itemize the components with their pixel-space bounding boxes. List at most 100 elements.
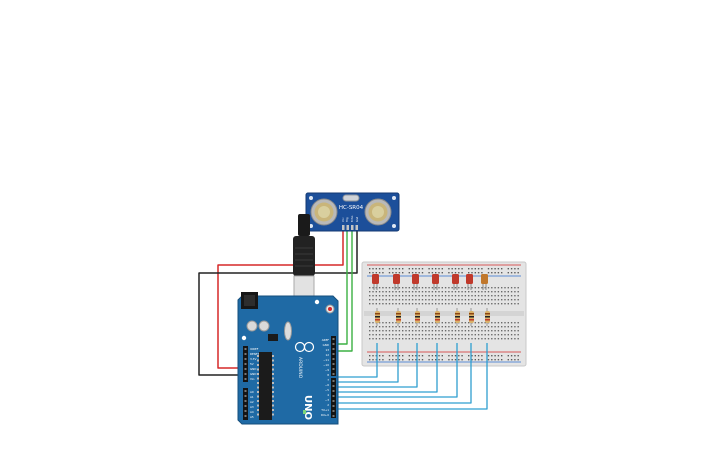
breadboard[interactable] [361,261,527,367]
breadboard-hole [431,272,434,274]
led[interactable] [481,274,488,290]
arduino-model-label: UNO [302,395,313,420]
arduino-uno[interactable]: ARDUINO UNO IOREF RESET 3.3V 5V GND GND … [237,292,339,425]
breadboard-hole [448,338,450,340]
resistor[interactable] [415,308,420,326]
breadboard-hole [438,303,440,305]
breadboard-hole [402,287,404,289]
resistor[interactable] [469,308,474,326]
breadboard-hole [415,330,417,332]
breadboard-hole [461,268,463,270]
breadboard-hole [464,330,467,332]
breadboard-hole [421,355,424,357]
breadboard-hole [428,291,430,293]
breadboard-hole [405,322,407,324]
breadboard-hole [451,326,453,328]
status-led [303,410,306,414]
resistor[interactable] [455,308,460,326]
pin-label-vcc: Vcc [341,217,345,222]
breadboard-hole [497,295,500,297]
chip-leg [257,395,259,398]
breadboard-hole [451,295,453,297]
breadboard-hole [435,268,437,270]
digital-header[interactable] [331,336,336,418]
breadboard-hole [477,338,480,340]
breadboard-hole [431,359,434,361]
resistor[interactable] [485,308,490,326]
sensor-pins[interactable] [342,225,358,230]
breadboard-hole [497,272,500,274]
breadboard-hole [464,287,467,289]
breadboard-hole [464,303,467,305]
ultrasonic-sensor[interactable]: HC-SR04 Vcc Trig Echo Gnd [305,192,400,232]
breadboard-hole [510,303,513,305]
breadboard-hole [369,295,371,297]
breadboard-hole [369,291,371,293]
breadboard-holes [369,268,519,361]
led[interactable] [372,274,379,290]
leds[interactable] [372,274,488,290]
breadboard-hole [461,322,463,324]
breadboard-hole [435,291,437,293]
header-pin [332,385,335,387]
breadboard-hole [481,299,483,301]
breadboard-hole [438,299,440,301]
header-label-a4: A4 [250,410,254,414]
led[interactable] [466,274,473,290]
wire-black-gnd [198,227,358,376]
led[interactable] [432,274,439,290]
breadboard-hole [507,359,509,361]
breadboard-hole [431,326,434,328]
breadboard-hole [435,330,437,332]
header-label-d13: 13 [325,348,329,352]
breadboard-hole [464,295,467,297]
led[interactable] [452,274,459,290]
resistors[interactable] [375,308,490,326]
resistor[interactable] [375,308,380,326]
breadboard-hole [392,330,394,332]
breadboard-hole [471,287,473,289]
breadboard-hole [491,272,493,274]
breadboard-hole [415,268,417,270]
breadboard-hole [501,287,503,289]
resistor[interactable] [435,308,440,326]
breadboard-hole [378,322,381,324]
breadboard-hole [435,326,437,328]
breadboard-hole [514,355,516,357]
header-pin [244,368,247,370]
breadboard-hole [477,268,480,270]
breadboard-hole [448,272,450,274]
breadboard-hole [510,334,513,336]
breadboard-hole [382,322,384,324]
breadboard-hole [435,359,437,361]
breadboard-hole [402,295,404,297]
power-header[interactable] [243,346,248,420]
breadboard-hole [385,326,387,328]
header-pin [332,343,335,345]
breadboard-hole [411,272,414,274]
breadboard-hole [481,326,483,328]
breadboard-hole [441,303,443,305]
breadboard-hole [510,299,513,301]
breadboard-hole [441,330,443,332]
breadboard-hole [418,334,420,336]
breadboard-hole [375,359,377,361]
header-pin [332,395,335,397]
crystal-oscillator [342,194,360,202]
header-pin [244,410,247,412]
breadboard-hole [395,268,397,270]
breadboard-hole [398,272,401,274]
breadboard-hole [471,334,473,336]
breadboard-hole [468,299,470,301]
breadboard-hole [501,326,503,328]
resistor[interactable] [396,308,401,326]
breadboard-hole [517,322,519,324]
breadboard-hole [461,299,463,301]
breadboard-hole [408,291,410,293]
breadboard-hole [372,326,374,328]
breadboard-hole [411,330,414,332]
sensor-mount-hole [392,224,396,228]
led[interactable] [393,274,400,290]
led[interactable] [412,274,419,290]
